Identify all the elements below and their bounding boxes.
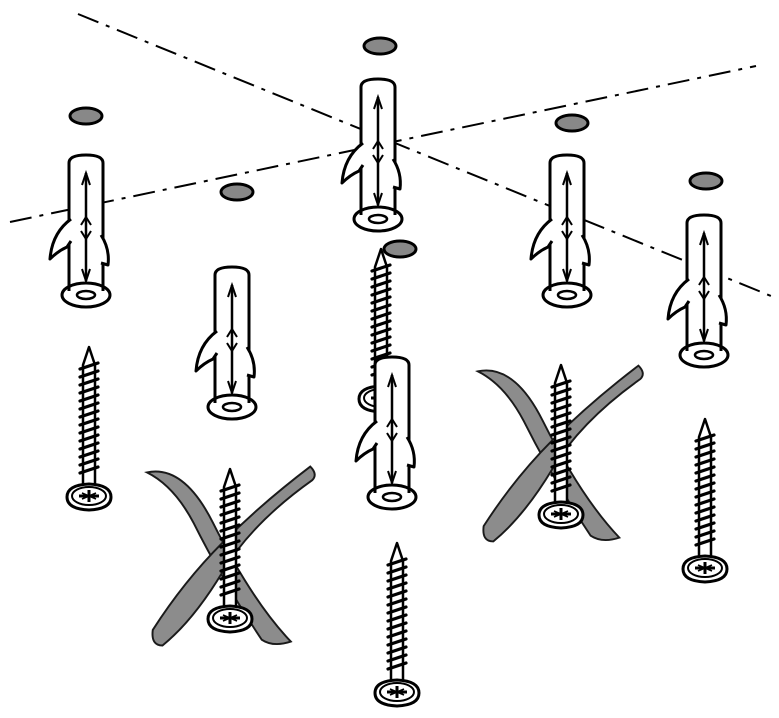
wall-plug-icon bbox=[529, 153, 593, 309]
drill-hole-icon bbox=[382, 239, 418, 259]
drill-hole-icon bbox=[554, 113, 590, 133]
wall-plug-icon bbox=[354, 355, 418, 511]
drill-hole-icon bbox=[68, 106, 104, 126]
drill-holes bbox=[68, 36, 724, 259]
screw-icon bbox=[681, 417, 729, 584]
drill-hole-icon bbox=[219, 182, 255, 202]
wall-plug-icon bbox=[666, 213, 730, 369]
drill-hole-icon bbox=[362, 36, 398, 56]
screw-icon bbox=[65, 345, 113, 512]
wall-plug-icon bbox=[194, 265, 258, 421]
drill-hole-icon bbox=[688, 171, 724, 191]
screw-icon bbox=[373, 541, 421, 708]
wall-plug-icon bbox=[340, 77, 404, 233]
guide-line-left-diagonal bbox=[77, 13, 777, 299]
wall-plug-icon bbox=[48, 153, 112, 309]
